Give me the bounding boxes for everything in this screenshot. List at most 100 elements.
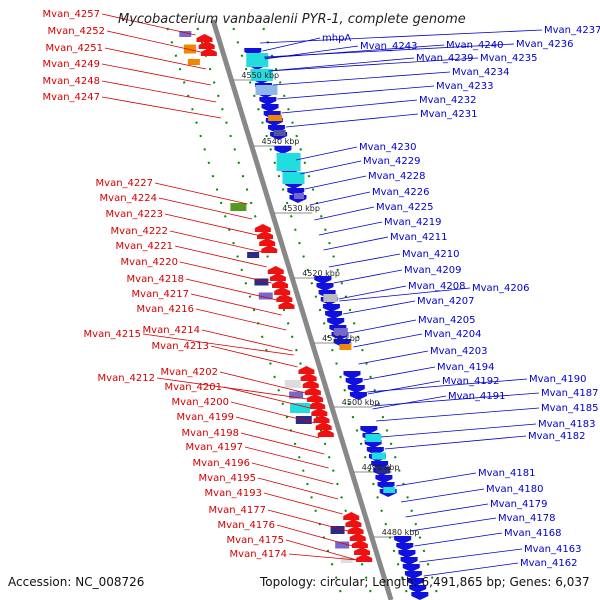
forward-gene-arrow	[309, 401, 326, 409]
left-gene-label: Mvan_4220	[121, 257, 178, 268]
left-gene-leader	[179, 261, 272, 284]
forward-gene-arrow	[278, 301, 295, 309]
forward-gene-arrow	[311, 408, 328, 416]
tick-label: 4510 kbp	[322, 334, 360, 343]
forward-gene-arrow	[304, 387, 321, 395]
right-gene-leader	[281, 99, 418, 114]
right-gene-label: Mvan_4192	[442, 376, 499, 387]
reverse-gene-arrow	[360, 426, 378, 434]
reverse-gene-arrow	[343, 371, 361, 379]
leader-layer	[101, 13, 543, 577]
left-gene-label: Mvan_4176	[218, 520, 275, 531]
right-gene-leader	[409, 517, 497, 532]
right-gene-label: Mvan_4243	[360, 41, 417, 52]
right-gene-label: Mvan_4230	[359, 142, 416, 153]
right-gene-leader	[314, 206, 375, 221]
homology-box	[376, 466, 391, 474]
feature-layer	[179, 31, 429, 600]
homology-box	[323, 294, 338, 302]
left-gene-label: Mvan_4196	[193, 458, 250, 469]
left-gene-label: Mvan_4224	[100, 193, 157, 204]
right-gene-label: Mvan_4179	[490, 499, 547, 510]
right-gene-leader	[262, 37, 321, 52]
homology-box	[247, 252, 260, 258]
right-gene-leader	[338, 285, 407, 300]
right-gene-leader	[349, 319, 417, 334]
forward-gene-arrow	[302, 380, 319, 388]
forward-gene-arrow	[274, 287, 291, 295]
left-gene-label: Mvan_4217	[132, 289, 189, 300]
right-gene-label: Mvan_4205	[418, 315, 475, 326]
homology-box	[284, 380, 301, 388]
right-gene-label: Mvan_4187	[541, 388, 598, 399]
left-gene-leader	[257, 477, 339, 500]
left-gene-leader	[101, 13, 196, 36]
left-gene-label: Mvan_4198	[182, 428, 239, 439]
left-gene-leader	[164, 213, 258, 236]
right-inner-track-dots	[232, 27, 411, 600]
reverse-gene-arrow	[402, 564, 420, 572]
left-gene-leader	[219, 371, 306, 394]
homology-box	[383, 487, 396, 493]
left-gene-label: Mvan_4252	[48, 26, 105, 37]
accession-text: Accession: NC_008726	[8, 575, 144, 589]
right-gene-label: Mvan_4168	[504, 528, 561, 539]
left-gene-leader	[142, 333, 294, 356]
right-gene-label: Mvan_4190	[529, 374, 586, 385]
forward-gene-arrow	[267, 266, 284, 274]
right-gene-label: Mvan_4182	[528, 431, 585, 442]
right-gene-label: Mvan_4210	[402, 249, 459, 260]
homology-box	[187, 59, 200, 65]
right-gene-label: Mvan_4163	[524, 544, 581, 555]
reverse-gene-arrow	[261, 104, 279, 112]
reverse-gene-arrow	[349, 392, 367, 400]
left-gene-leader	[185, 278, 278, 301]
right-gene-label: Mvan_4178	[498, 513, 555, 524]
left-gene-leader	[263, 492, 343, 515]
left-gene-leader	[169, 230, 263, 253]
homology-box	[330, 526, 345, 534]
homology-box	[273, 130, 286, 136]
left-gene-label: Mvan_4174	[230, 549, 287, 560]
left-gene-label: Mvan_4201	[165, 382, 222, 393]
homology-box	[294, 193, 305, 199]
left-gene-label: Mvan_4199	[177, 412, 234, 423]
left-gene-leader	[104, 47, 207, 70]
right-gene-leader	[285, 113, 419, 128]
left-gene-leader	[101, 80, 217, 103]
right-gene-label: Mvan_4232	[419, 95, 476, 106]
right-gene-label: Mvan_4211	[390, 232, 447, 243]
forward-gene-arrow	[349, 533, 366, 541]
left-gene-leader	[154, 182, 248, 205]
left-gene-leader	[174, 245, 267, 268]
right-gene-leader	[309, 191, 371, 206]
right-gene-leader	[272, 71, 451, 86]
reverse-gene-arrow	[325, 311, 343, 319]
left-gene-leader	[101, 63, 212, 86]
genome-title: Mycobacterium vanbaalenii PYR-1, complet…	[118, 12, 466, 27]
left-gene-leader	[267, 509, 348, 532]
left-gene-leader	[223, 386, 311, 409]
reverse-gene-arrow	[398, 550, 416, 558]
right-gene-label: Mvan_4240	[446, 40, 503, 51]
forward-gene-arrow	[298, 366, 315, 374]
left-gene-leader	[288, 553, 357, 561]
left-gene-label: Mvan_4221	[116, 241, 173, 252]
left-gene-leader	[240, 432, 325, 455]
forward-gene-arrow	[300, 373, 317, 381]
right-gene-leader	[328, 253, 401, 268]
right-gene-leader	[405, 503, 489, 518]
reverse-gene-arrow	[347, 385, 365, 393]
left-gene-label: Mvan_4175	[227, 535, 284, 546]
homology-box	[254, 278, 269, 286]
right-gene-label: Mvan_4194	[437, 362, 494, 373]
left-gene-label: Mvan_4177	[209, 505, 266, 516]
left-gene-leader	[230, 401, 315, 424]
right-gene-label: Mvan_4229	[363, 156, 420, 167]
reverse-gene-arrow	[345, 378, 363, 386]
reverse-gene-arrow	[259, 97, 277, 105]
left-gene-label: Mvan_4257	[43, 9, 100, 20]
right-gene-leader	[264, 44, 445, 59]
right-gene-leader	[384, 435, 527, 450]
